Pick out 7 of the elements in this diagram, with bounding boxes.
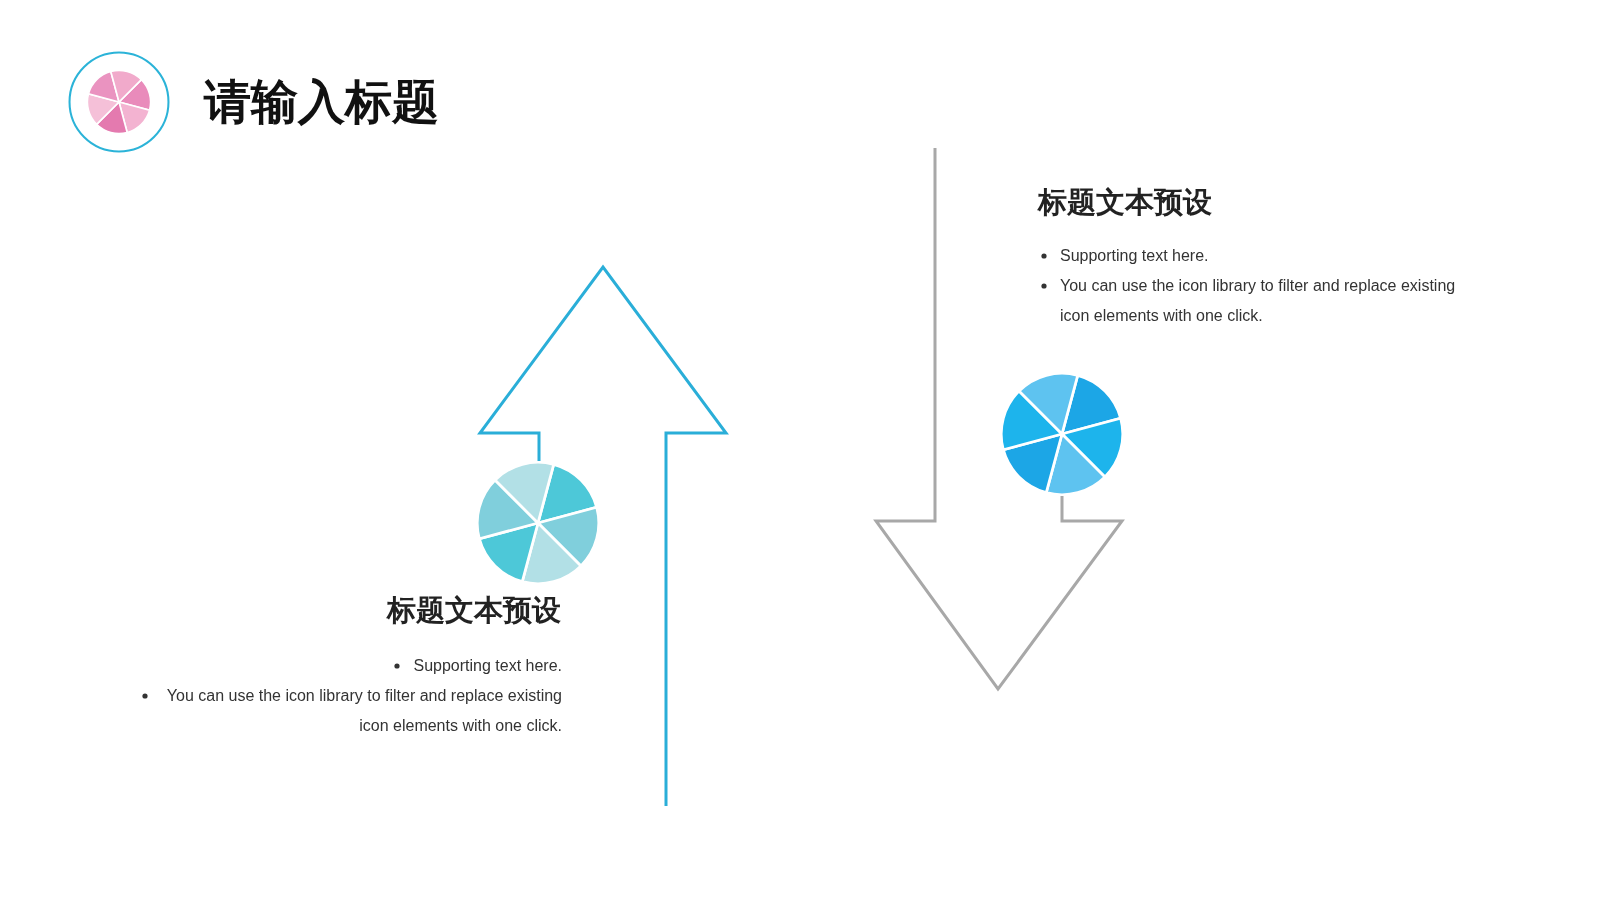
section-heading: 标题文本预设	[387, 592, 561, 628]
bullet-text: Supporting text here.	[1060, 246, 1209, 266]
bullet-text: You can use the icon library to filter and replace existing icon elements with one click.	[165, 686, 562, 736]
section-heading: 标题文本预设	[1038, 184, 1212, 220]
slide-title: 请输入标题	[204, 74, 439, 130]
bullet-text: You can use the icon library to filter and replace existing icon elements with one click.	[1060, 276, 1457, 326]
bullet-text: Supporting text here.	[413, 656, 562, 676]
